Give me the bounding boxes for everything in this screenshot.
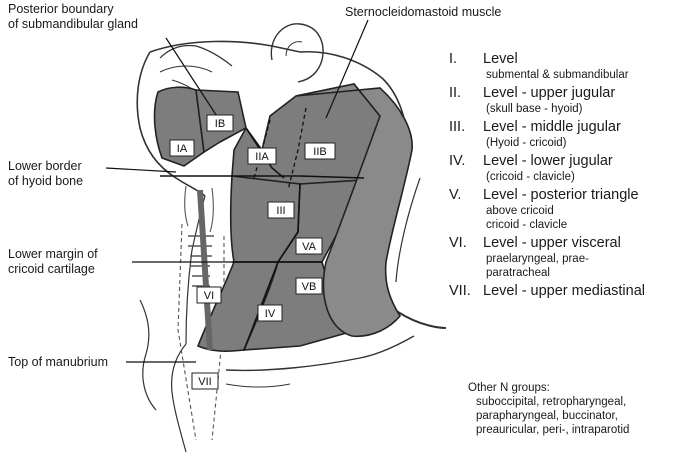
svg-text:IA: IA: [177, 143, 188, 155]
level-item: I. Level submental & submandibular: [449, 50, 679, 82]
manubrium-label: Top of manubrium: [8, 355, 109, 369]
svg-text:VB: VB: [302, 281, 317, 293]
level-item: III. Level - middle jugular (Hyoid - crico…: [449, 118, 679, 150]
label-iii: III: [267, 201, 295, 219]
level-item: VI. Level - upper visceral praelaryngeal, …: [449, 234, 679, 280]
level-number: V.: [449, 187, 462, 203]
level-number: IV.: [449, 153, 466, 169]
level-detail: above cricoid: [486, 205, 554, 217]
level-heading: IV. Level - lower jugular: [449, 152, 679, 170]
level-item: II. Level - upper jugular (skull base - hy…: [449, 84, 679, 116]
label-iv: IV: [257, 304, 283, 322]
label-vb: VB: [295, 277, 323, 295]
svg-text:VI: VI: [204, 290, 214, 302]
svg-text:VII: VII: [198, 376, 211, 388]
other-groups-title: Other N groups:: [468, 382, 550, 394]
posterior-boundary-line1: Posterior boundary: [8, 2, 114, 16]
posterior-boundary-leader: [165, 37, 223, 125]
hyoid-leader: [105, 167, 177, 173]
level-title: Level - upper mediastinal: [483, 283, 646, 299]
level-heading: VII. Level - upper mediastinal: [449, 282, 679, 300]
level-boundaries: [160, 107, 365, 351]
level-detail: cricoid - clavicle: [486, 219, 568, 231]
label-va: VA: [295, 237, 323, 255]
posterior-boundary-label: Posterior boundary of submandibular glan…: [8, 2, 138, 32]
level-detail: (Hyoid - cricoid): [486, 137, 567, 149]
label-iia: IIA: [247, 147, 277, 165]
cricoid-line2: cricoid cartilage: [8, 262, 95, 276]
label-vi: VI: [196, 286, 222, 304]
level-number: VI.: [449, 235, 467, 251]
cricoid-line1: Lower margin of: [8, 247, 98, 261]
other-groups-line: preauricular, peri-, intraparotid: [476, 424, 630, 436]
other-groups-line: suboccipital, retropharyngeal,: [476, 396, 627, 408]
scm-label: Sternocleidomastoid muscle: [345, 5, 502, 19]
level-heading: II. Level - upper jugular: [449, 84, 679, 102]
hyoid-label: Lower border of hyoid bone: [8, 159, 83, 189]
level-title: Level - upper jugular: [483, 85, 616, 101]
level-heading: I. Level: [449, 50, 679, 68]
label-iib: IIB: [304, 142, 336, 160]
region-labels: IB IA IIA IIB III VA VB IV VI VII: [169, 114, 336, 390]
sternocleidomastoid-area: [295, 83, 413, 338]
level-number: I.: [449, 51, 458, 67]
level-item: VII. Level - upper mediastinal: [449, 282, 679, 300]
other-groups: Other N groups: suboccipital, retrophary…: [468, 381, 629, 437]
label-ia: IA: [169, 139, 195, 157]
level-item: V. Level - posterior triangle above cricoi…: [449, 186, 679, 232]
level-title: Level - upper visceral: [483, 235, 621, 251]
other-groups-line: parapharyngeal, buccinator,: [476, 410, 618, 422]
svg-text:IV: IV: [265, 308, 276, 320]
level-title: Level: [483, 51, 518, 67]
label-vii: VII: [191, 372, 219, 390]
level-heading: V. Level - posterior triangle: [449, 186, 679, 204]
level-heading: III. Level - middle jugular: [449, 118, 679, 136]
svg-text:IIB: IIB: [313, 146, 326, 158]
level-number: III.: [449, 119, 466, 135]
hyoid-line2: of hyoid bone: [8, 174, 84, 188]
level-title: Level - posterior triangle: [483, 187, 639, 203]
head-outline: [136, 23, 447, 453]
level-detail: (skull base - hyoid): [486, 103, 583, 115]
posterior-boundary-line2: of submandibular gland: [8, 17, 138, 31]
svg-text:III: III: [276, 205, 285, 217]
hyoid-line1: Lower border: [8, 159, 82, 173]
svg-text:IIA: IIA: [255, 151, 269, 163]
svg-text:IB: IB: [215, 118, 225, 130]
cricoid-label: Lower margin of cricoid cartilage: [8, 247, 98, 277]
level-detail: (cricoid - clavicle): [486, 171, 575, 183]
level-title: Level - lower jugular: [483, 153, 613, 169]
level-title: Level - middle jugular: [483, 119, 621, 135]
level-detail: praelaryngeal, prae-: [486, 253, 589, 265]
level-number: VII.: [449, 283, 471, 299]
level-heading: VI. Level - upper visceral: [449, 234, 679, 252]
level-detail: submental & submandibular: [486, 69, 629, 81]
region-ii-area: [231, 83, 381, 185]
svg-text:VA: VA: [302, 241, 317, 253]
level-number: II.: [449, 85, 462, 101]
label-ib: IB: [206, 114, 234, 132]
scm-leader: [325, 19, 369, 119]
level-detail: paratracheal: [486, 267, 550, 279]
level-item: IV. Level - lower jugular (cricoid - clavi…: [449, 152, 679, 184]
callout-lines: [105, 19, 369, 363]
